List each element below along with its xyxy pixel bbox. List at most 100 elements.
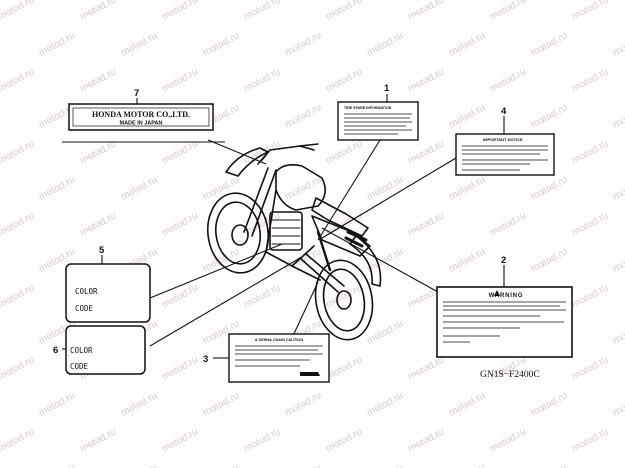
watermark-text: motod.ru [242,282,282,310]
watermark-text: motod.ru [0,138,36,166]
label-6-color-code: COLOR CODE [65,325,146,375]
watermark-text: motod.ru [283,30,323,58]
watermark-text: motod.ru [447,390,487,418]
watermark-text: motod.ru [529,102,569,130]
watermark-text: motod.ru [160,138,200,166]
callout-3: 3 [203,354,208,365]
frame [265,189,321,281]
label-2-warning-sticker: WARNING [436,286,573,358]
leader-line-5 [149,243,283,299]
part-code: GN1S−F2400C [480,370,540,380]
watermark-text: motod.ru [37,174,77,202]
watermark-text: motod.ru [0,354,36,382]
watermark-text: motod.ru [119,462,159,468]
label-6-line-2: CODE [70,362,89,371]
watermark-text: motod.ru [37,30,77,58]
leader-line-6 [149,257,301,347]
watermark-text: motod.ru [447,246,487,274]
motorcycle-drawing [206,143,382,341]
watermark-text: motod.ru [160,354,200,382]
watermark-text: motod.ru [324,354,364,382]
watermark-text: motod.ru [160,210,200,238]
watermark-text: motod.ru [570,354,610,382]
label-3-header: A SENHA CHAIN CAUTION [255,338,303,342]
watermark-text: motod.ru [365,462,405,468]
watermark-text: motod.ru [488,66,528,94]
label-5-line-1: COLOR [75,287,98,296]
nameplate-line-2: MADE IN JAPAN [120,121,163,127]
leader-line-4 [321,157,457,239]
watermark-text: motod.ru [611,390,625,418]
watermark-text: motod.ru [406,66,446,94]
watermark-text: motod.ru [160,426,200,454]
watermark-text: motod.ru [529,462,569,468]
watermark-text: motod.ru [0,66,36,94]
leader-line-2 [321,227,439,293]
label-2-header: WARNING [489,293,524,299]
watermark-text: motod.ru [0,282,36,310]
watermark-text: motod.ru [37,390,77,418]
callout-4: 4 [501,106,507,117]
watermark-text: motod.ru [201,462,241,468]
watermark-text: motod.ru [570,282,610,310]
watermark-text: motod.ru [406,426,446,454]
watermark-text: motod.ru [611,246,625,274]
callout-numbers: 1 2 3 4 5 6 7 [53,83,507,365]
seat [311,197,369,237]
watermark-text: motod.ru [570,138,610,166]
watermark-text: motod.ru [611,318,625,346]
watermark-text: motod.ru [324,0,364,23]
nameplate-line-1: HONDA MOTOR CO.,LTD. [92,110,190,119]
callout-1: 1 [384,83,390,94]
watermark-text: motod.ru [365,30,405,58]
watermark-text: motod.ru [160,282,200,310]
callout-5: 5 [99,245,105,256]
watermark-text: motod.ru [406,138,446,166]
handlebar [257,145,315,165]
watermark-text: motod.ru [0,0,36,23]
watermark-text: motod.ru [283,102,323,130]
watermark-text: motod.ru [242,0,282,23]
watermark-text: motod.ru [611,174,625,202]
label-3-sticker: A SENHA CHAIN CAUTION [228,333,330,383]
watermark-text: motod.ru [488,0,528,23]
watermark-text: motod.ru [365,318,405,346]
watermark-text: motod.ru [283,390,323,418]
watermark-text: motod.ru [447,102,487,130]
watermark-text: motod.ru [365,174,405,202]
watermark-text: motod.ru [611,30,625,58]
watermark-text: motod.ru [406,354,446,382]
leader-line-1 [317,139,381,241]
watermark-text: motod.ru [611,102,625,130]
watermark-text: motod.ru [242,426,282,454]
watermark-text: motod.ru [406,210,446,238]
watermark-text: motod.ru [529,30,569,58]
label-1-sticker: TIRE SPARE INFORMATION [337,101,419,141]
watermark-text: motod.ru [78,0,118,23]
watermark-text: motod.ru [201,390,241,418]
watermark-text: motod.ru [324,426,364,454]
rear-wheel [314,259,374,341]
watermark-text: motod.ru [447,174,487,202]
label-1-header: TIRE SPARE INFORMATION [344,106,392,110]
watermark-text: motod.ru [119,174,159,202]
label-5-line-2: CODE [75,304,94,313]
label-4-sticker: IMPORTANT NOTICE [455,133,555,176]
watermark-text: motod.ru [78,210,118,238]
watermark-text: motod.ru [0,210,36,238]
label-7-nameplate: HONDA MOTOR CO.,LTD. MADE IN JAPAN [62,103,225,143]
watermark-text: motod.ru [529,174,569,202]
front-fork [243,167,277,237]
leader-line-7 [207,139,267,165]
watermark-text: motod.ru [119,30,159,58]
watermark-text: motod.ru [611,462,625,468]
watermark-text: motod.ru [119,390,159,418]
fuel-tank [275,164,326,211]
label-6-line-1: COLOR [70,346,93,355]
watermark-text: motod.ru [324,66,364,94]
watermark-text: motod.ru [570,210,610,238]
watermark-text: motod.ru [0,426,36,454]
watermark-text: motod.ru [447,30,487,58]
watermark-text: motod.ru [37,462,77,468]
callout-6: 6 [53,345,58,356]
